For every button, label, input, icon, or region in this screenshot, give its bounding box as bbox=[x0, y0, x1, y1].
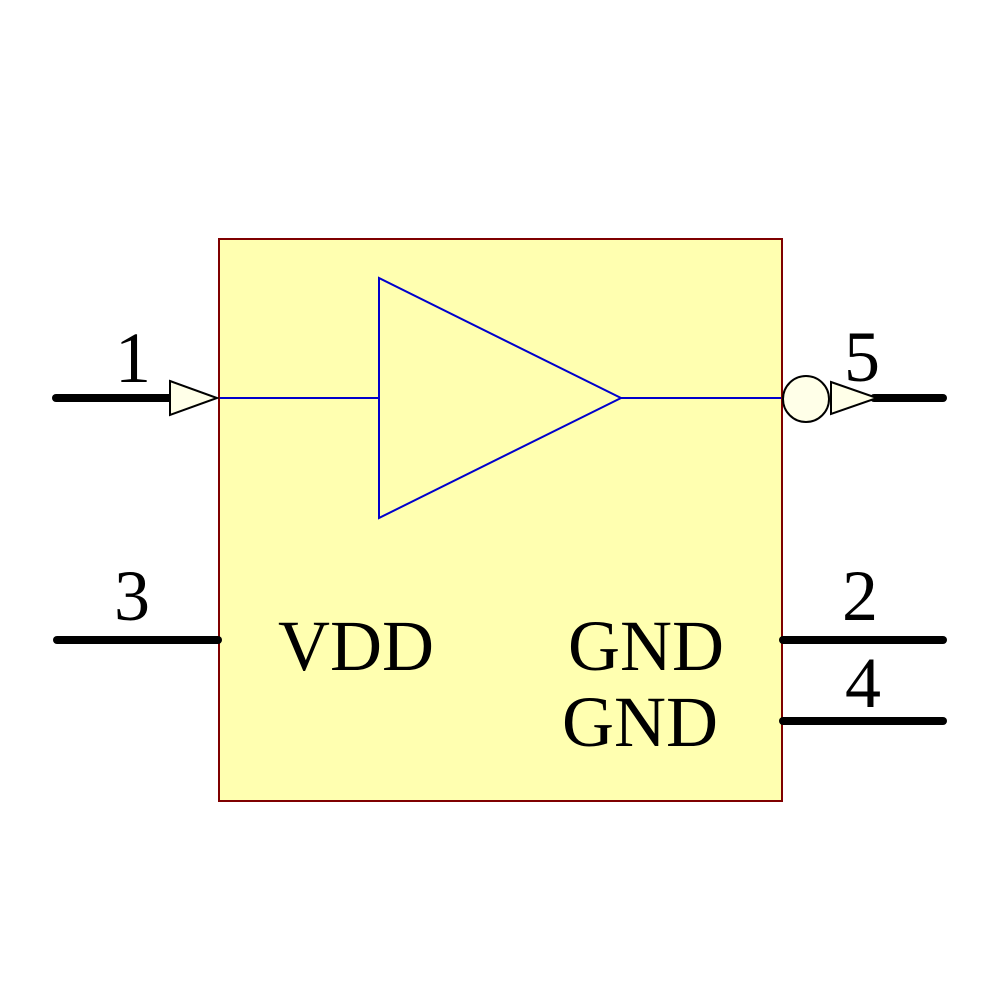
buffer-triangle-icon bbox=[378, 276, 624, 520]
pin-3-number-label: 3 bbox=[114, 556, 150, 636]
output-pin-arrow-icon bbox=[830, 380, 881, 416]
component-body bbox=[218, 238, 783, 802]
input-pin-arrow-icon bbox=[169, 379, 220, 417]
pin-2-number-label: 2 bbox=[842, 556, 878, 636]
internal-wires-group bbox=[220, 276, 781, 520]
component-body-group bbox=[218, 238, 783, 802]
pin-3-name-label: VDD bbox=[278, 606, 434, 686]
pin-5-number-label: 5 bbox=[844, 317, 880, 397]
port-symbols-group bbox=[169, 375, 881, 423]
pin-1-number-label: 1 bbox=[115, 318, 151, 398]
pin-wires-group bbox=[52, 394, 947, 725]
pin-4-number-label: 4 bbox=[845, 643, 881, 723]
pin-4-name-label: GND bbox=[562, 682, 718, 762]
inversion-bubble-icon bbox=[782, 375, 830, 423]
pin-2-name-label: GND bbox=[568, 606, 724, 686]
